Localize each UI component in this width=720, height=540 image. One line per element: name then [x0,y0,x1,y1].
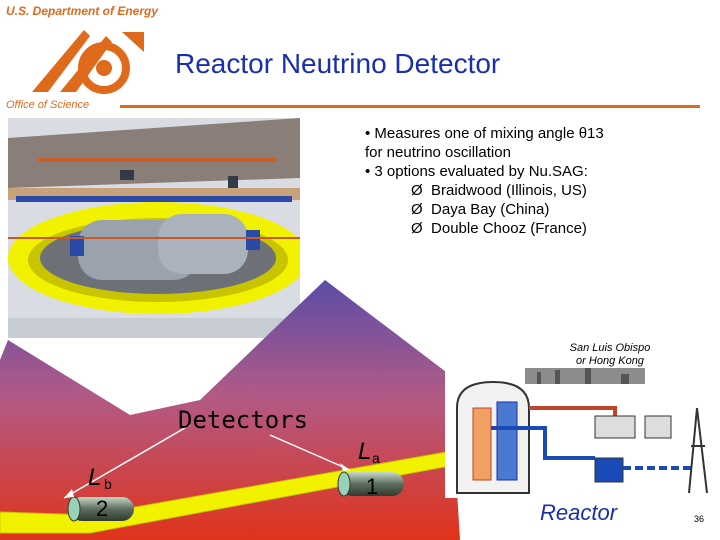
reactor-label: Reactor [540,500,618,525]
bullet-list: • Measures one of mixing angle θ13 for n… [365,124,705,238]
option-double-chooz: Ø Double Chooz (France) [365,219,705,238]
site-line-2: or Hong Kong [576,355,644,367]
detector-cylinder-near [337,471,404,497]
option-label: Braidwood (Illinois, US) [431,182,587,199]
bullet-mixing-angle-cont: for neutrino oscillation [365,144,511,161]
baseline-la-label: L [358,438,372,465]
arrow-bullet-icon: Ø [411,182,423,199]
detectors-label: Detectors [178,406,309,434]
bullet-nusag-options: • 3 options evaluated by Nu.SAG: [365,163,588,180]
slide-title: Reactor Neutrino Detector [175,48,501,79]
site-label: San Luis Obispo or Hong Kong [560,342,660,368]
near-detector-number: 1 [366,474,379,499]
office-name: Office of Science [6,99,92,111]
detector-hall-image [8,118,300,338]
bullet-mixing-angle: • Measures one of mixing angle θ13 [365,125,604,142]
baseline-la-subscript: a [372,450,380,466]
option-label: Daya Bay (China) [431,201,550,218]
option-braidwood: Ø Braidwood (Illinois, US) [365,181,705,200]
option-daya-bay: Ø Daya Bay (China) [365,200,705,219]
doe-logo [26,22,148,98]
arrow-detectors-near [269,434,351,471]
arrow-bullet-icon: Ø [411,220,423,237]
baseline-lb-subscript: b [104,476,112,492]
header-rule [120,105,700,108]
option-label: Double Chooz (France) [431,220,587,237]
agency-name: U.S. Department of Energy [6,4,159,18]
site-line-1: San Luis Obispo [569,342,651,354]
detector-cylinder-far [67,496,134,522]
page-number: 36 [694,514,705,524]
baseline-lb-label: L [88,464,102,491]
arrow-detectors-far [63,424,191,499]
reactor-plant-image [445,368,720,498]
arrow-bullet-icon: Ø [411,201,423,218]
far-detector-number: 2 [96,496,109,521]
